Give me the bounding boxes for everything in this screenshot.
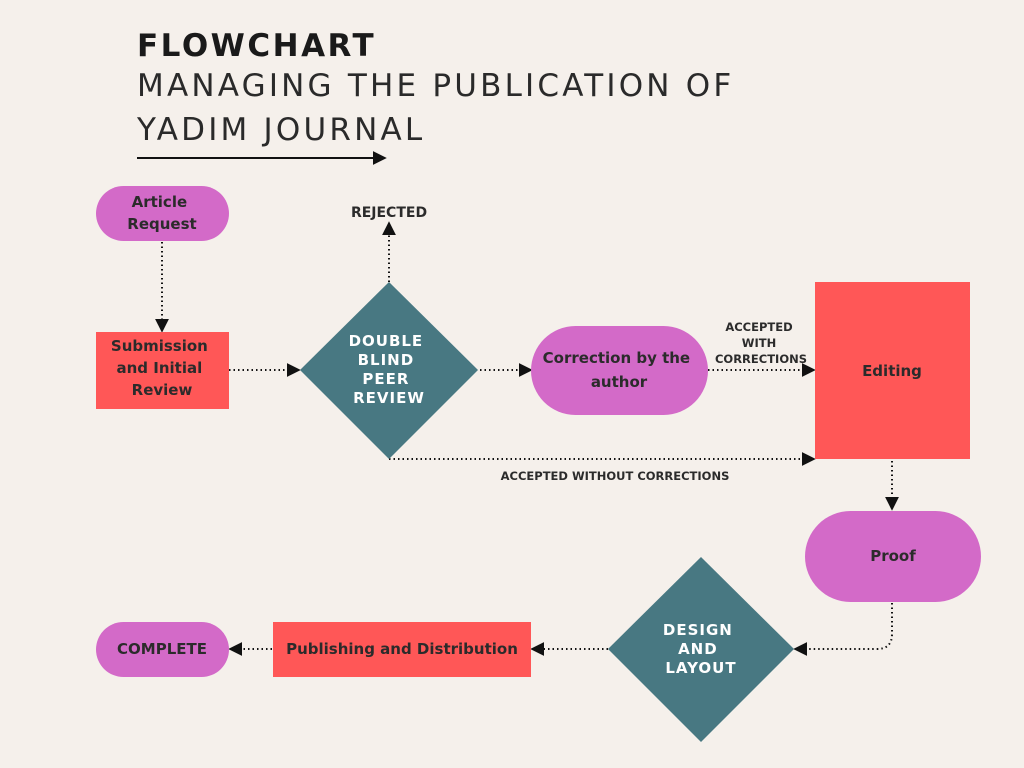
svg-text:Article Request: Article Request [127, 193, 196, 233]
svg-text:Editing: Editing [862, 362, 922, 380]
svg-text:Proof: Proof [870, 547, 916, 565]
page-title: FLOWCHART [137, 28, 377, 64]
page-subtitle: MANAGING THE PUBLICATION OF YADIM JOURNA… [137, 68, 735, 148]
svg-text:Publishing and Distribution: Publishing and Distribution [286, 640, 518, 658]
submission-node: Submission and Initial Review [96, 332, 229, 409]
article-request-node: Article Request [96, 186, 229, 241]
rejected-label: REJECTED [351, 205, 427, 221]
design-layout-node: DESIGN AND LAYOUT [608, 557, 794, 742]
svg-text:COMPLETE: COMPLETE [117, 640, 207, 658]
complete-node: COMPLETE [96, 622, 229, 677]
svg-text:DESIGN AND LAYOUT: DESIGN AND LAYOUT [663, 621, 739, 677]
publishing-node: Publishing and Distribution [273, 622, 531, 677]
accepted-with-corrections-label: ACCEPTED WITH CORRECTIONS [715, 320, 807, 366]
proof-node: Proof [805, 511, 981, 602]
accepted-without-corrections-label: ACCEPTED WITHOUT CORRECTIONS [501, 469, 730, 483]
svg-text:Correction by the author: Correction by the author [543, 349, 696, 391]
correction-node: Correction by the author [531, 326, 708, 415]
svg-text:Submission and Initial: Submission and Initial Review [111, 337, 213, 399]
editing-node: Editing [815, 282, 970, 459]
svg-text:DOUBLE BLIND PEER: DOUBLE BLIND PEER REVIEW [349, 332, 430, 407]
peer-review-node: DOUBLE BLIND PEER REVIEW [300, 282, 478, 459]
connector-proof-to-design [793, 603, 893, 656]
